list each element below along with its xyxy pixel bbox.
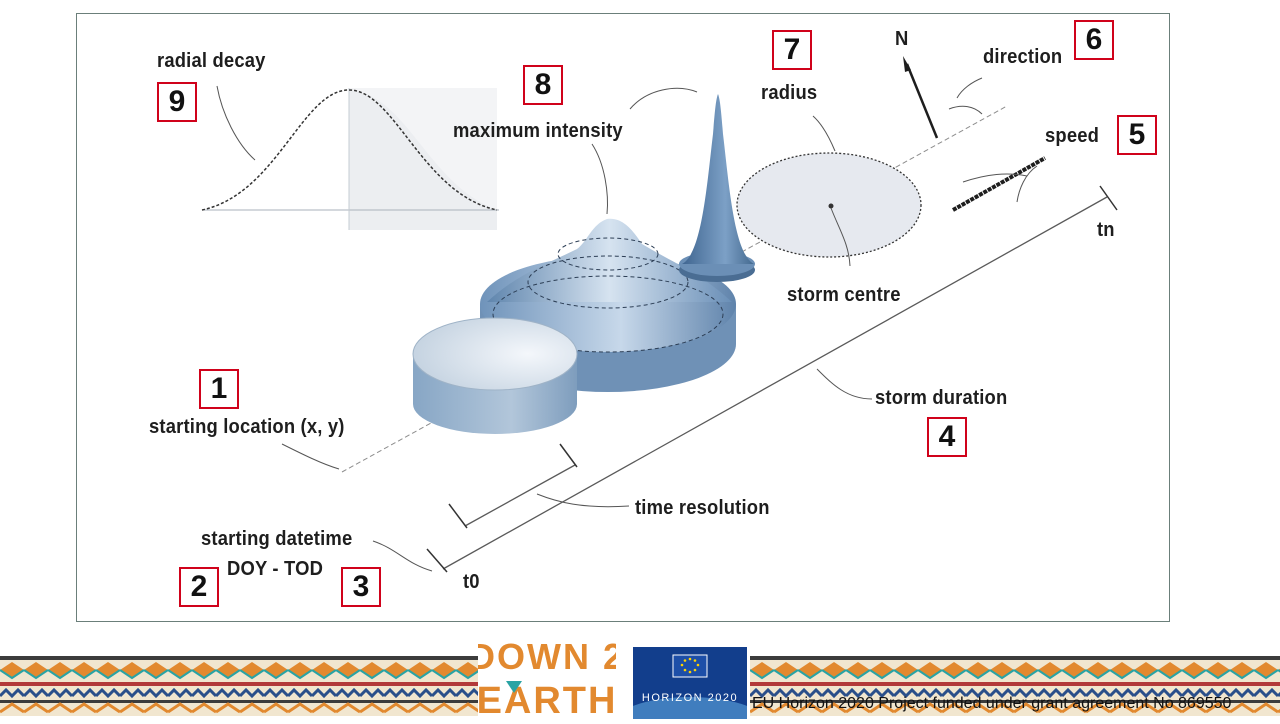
decorative-band-left [0, 656, 478, 716]
label-radial-decay: radial decay [157, 50, 266, 72]
direction-arc [948, 105, 983, 115]
marker-8: 8 [523, 65, 563, 105]
down2earth-logo: DOWN 2 EARTH [469, 633, 623, 722]
storm-centre-point [828, 203, 834, 209]
intensity-leader [591, 143, 608, 215]
logo-line2: EARTH [478, 680, 616, 719]
spike-leader [629, 87, 698, 110]
direction-indicator [903, 56, 983, 139]
label-radius: radius [761, 82, 818, 104]
contour-2 [527, 255, 689, 309]
footer: DOWN 2 EARTH HORIZON 2020 EU Horizon 202… [0, 625, 1280, 724]
label-time-resolution: time resolution [635, 497, 770, 519]
time-axis [281, 185, 1118, 573]
logo-accent [506, 681, 522, 693]
marker-7: 7 [772, 30, 812, 70]
label-tn: tn [1097, 219, 1115, 241]
marker-5: 5 [1117, 115, 1157, 155]
resolution-tick-1 [448, 503, 468, 529]
decay-curve-right-fill [349, 90, 497, 230]
marker-1: 1 [199, 369, 239, 409]
direction-leader [956, 77, 983, 99]
contour-1 [492, 275, 724, 353]
decay-leader [216, 85, 256, 161]
speed-leader [1016, 165, 1038, 203]
marker-9: 9 [157, 82, 197, 122]
label-maximum-intensity: maximum intensity [453, 120, 623, 142]
label-starting-location: starting location (x, y) [149, 416, 345, 438]
marker-2: 2 [179, 567, 219, 607]
horizon-2020-logo: HORIZON 2020 [610, 647, 770, 724]
duration-leader [816, 368, 873, 400]
marker-4: 4 [927, 417, 967, 457]
label-t0: t0 [463, 571, 480, 593]
label-speed: speed [1045, 125, 1100, 147]
t0-tick [426, 548, 448, 573]
label-starting-datetime: starting datetime [201, 528, 353, 550]
spike-shape [682, 94, 754, 264]
funding-statement: EU Horizon 2020 Project funded under gra… [752, 695, 1232, 712]
marker-6: 6 [1074, 20, 1114, 60]
north-line [905, 63, 939, 139]
horizon-logo-art: HORIZON 2020 [610, 647, 770, 724]
label-storm-centre: storm centre [787, 284, 901, 306]
label-direction: direction [983, 46, 1063, 68]
intensity-spike [629, 87, 755, 282]
cylinder-top [412, 317, 578, 391]
speed-arc [962, 173, 1028, 183]
storm-start-cylinder [412, 317, 578, 434]
radius-disk [736, 115, 922, 267]
speed-arrow [952, 156, 1046, 212]
location-leader [281, 443, 340, 470]
label-north: N [895, 28, 909, 50]
centre-leader [830, 207, 851, 267]
label-storm-duration: storm duration [875, 387, 1008, 409]
down2earth-logo-art: DOWN 2 EARTH [469, 633, 623, 722]
label-doy-tod: DOY - TOD [227, 558, 324, 580]
decorative-band-right [750, 656, 1280, 716]
datetime-leader [372, 540, 433, 572]
storm-diagram [201, 56, 1118, 573]
logo-line1: DOWN 2 [478, 636, 616, 677]
marker-3: 3 [341, 567, 381, 607]
horizon-text: HORIZON 2020 [642, 692, 738, 704]
resolution-line [464, 464, 576, 527]
resolution-tick-2 [559, 443, 578, 468]
radial-decay-curve [201, 85, 499, 230]
contour-3 [557, 237, 659, 271]
radius-leader [812, 115, 836, 152]
tn-tick [1099, 185, 1118, 211]
speed-indicator [952, 156, 1046, 212]
resolution-leader [536, 493, 630, 508]
decay-curve [201, 89, 498, 211]
storm-diagram-frame: radial decay maximum intensity radius N … [76, 13, 1170, 622]
north-tip [903, 56, 911, 72]
storm-duration-line [442, 196, 1108, 570]
